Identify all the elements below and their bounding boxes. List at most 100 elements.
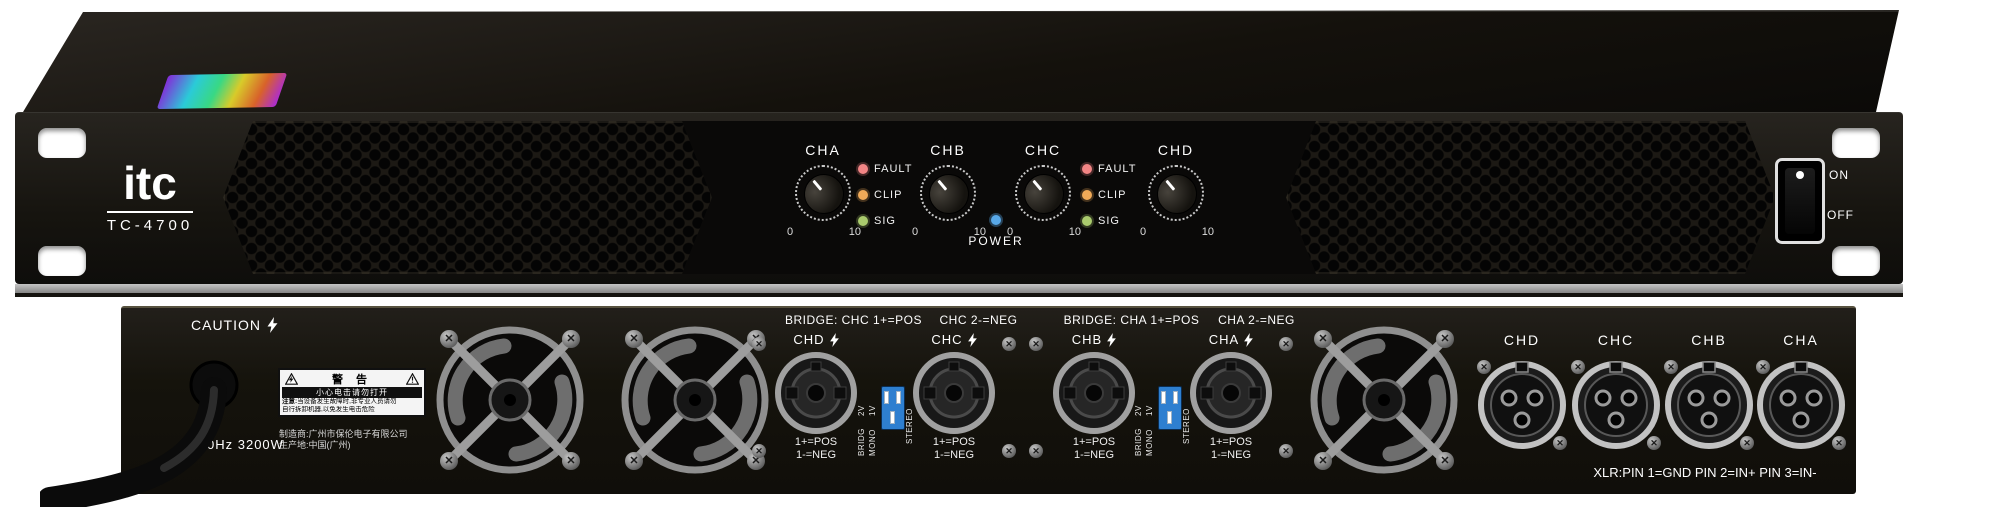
screw-icon: ✕ [1664,360,1678,374]
control-console [675,121,1323,274]
xlr-chb-label: CHB [1691,332,1727,348]
lightning-icon [267,317,278,333]
dip-slider[interactable] [896,391,901,404]
xlr-chd-label: CHD [1503,332,1541,348]
screw-icon: ✕ [562,452,580,470]
dip-slider[interactable] [884,391,889,404]
scale-max: 10 [1068,226,1081,238]
dip-label-1v: 1V [1145,405,1154,416]
dip-label-1v: 1V [868,405,877,416]
warning-sticker: 警 告 小心电击请勿打开 注意:当设备发生故障时,非专业人员请勿 自行拆卸机器,… [278,368,426,417]
clip-label: CLIP [874,189,903,201]
screw-icon: ✕ [1436,452,1454,470]
xlr-chc-label: CHC [1597,332,1635,348]
mode-dip-switch-left: 2V 1V STEREO BRIDG MONO [855,380,914,456]
signal-label: SIG [1098,215,1120,227]
caution-label: CAUTION [191,317,278,333]
channel-a-control: CHA 0 10 [783,142,863,242]
warning-line1: 当设备发生故障时,非专业人员请勿 [297,398,397,405]
scale-min: 0 [1140,226,1147,238]
signal-label: SIG [874,215,896,227]
lightning-icon [967,332,977,347]
scale-min: 0 [912,226,919,238]
manufacturer-text: 制造商:广州市保伦电子有限公司 生产地:中国(广州) [279,429,408,451]
dip-label-bridg: BRIDG [857,428,866,456]
dip-slider[interactable] [1173,391,1178,404]
bridge-label-left-2: CHC 2-=NEG [939,313,1018,327]
fan-icon [621,326,769,474]
ventilation-grille-left [223,121,712,274]
rocker [1785,168,1815,234]
brand-rule [107,211,193,213]
rocker-dot [1796,171,1804,179]
scale-max: 10 [973,226,986,238]
warning-bar: 小心电击请勿打开 [282,387,422,398]
dip-label-stereo: STEREO [905,408,914,444]
screw-icon: ✕ [1314,330,1332,348]
fan-icon [436,326,584,474]
dip-label-mono: MONO [1145,429,1154,456]
led-group-ab: FAULT CLIP SIG [858,161,950,239]
dip-switch[interactable] [881,386,905,430]
fan-icon [1310,326,1458,474]
scale-min: 0 [787,226,794,238]
lightning-icon [1244,332,1254,347]
xlr-connector-cha [1757,361,1845,449]
polarity-text: 1+=POS 1-=NEG [794,436,838,461]
screw-icon: ✕ [625,330,643,348]
dip-slider[interactable] [1161,391,1166,404]
screw-icon: ✕ [752,444,766,458]
dip-label-2v: 2V [857,405,866,416]
channel-label: CHA [805,142,841,158]
screw-icon: ✕ [1314,452,1332,470]
speakon-cha-label: CHA [1191,332,1271,347]
screw-icon: ✕ [1740,436,1754,450]
dip-label-bridg: BRIDG [1134,428,1143,456]
power-cable [40,360,239,507]
screw-icon: ✕ [1002,444,1016,458]
fault-label: FAULT [1098,163,1137,175]
scale-max: 10 [848,226,861,238]
dip-label-2v: 2V [1134,405,1143,416]
screw-icon: ✕ [440,452,458,470]
brand-block: itc TC-4700 [70,160,230,234]
channel-c-control: CHC 0 10 [1003,142,1083,242]
speakon-chc-label: CHC [914,332,994,347]
warning-line2: 自行拆卸机器,以免发生电击危险 [282,406,375,413]
rack-mount-hole [1832,246,1880,276]
speakon-chb-label: CHB [1054,332,1134,347]
fault-led [1082,164,1092,174]
power-label: POWER [968,234,1024,248]
polarity-text: 1+=POS 1-=NEG [1209,436,1253,461]
warning-exclaim-triangle-icon [406,373,419,385]
model-number: TC-4700 [106,217,194,234]
warning-note: 注意: [282,398,298,405]
screw-icon: ✕ [1029,444,1043,458]
lightning-icon [829,332,839,347]
dip-slider[interactable] [1167,411,1172,424]
clip-led [1082,190,1092,200]
led-group-cd: FAULT CLIP SIG [1082,161,1174,239]
dip-switch[interactable] [1158,386,1182,430]
screw-icon: ✕ [1279,444,1293,458]
xlr-pinout-text: XLR:PIN 1=GND PIN 2=IN+ PIN 3=IN- [1593,465,1817,480]
clip-led [858,190,868,200]
warning-title: 警 告 [331,374,373,386]
speakon-connector-cha [1190,352,1272,434]
power-switch[interactable] [1775,158,1825,244]
screw-icon: ✕ [562,330,580,348]
speakon-connector-chb [1053,352,1135,434]
fault-label: FAULT [874,163,913,175]
screw-icon: ✕ [1002,337,1016,351]
manufacturer-line1: 制造商:广州市保伦电子有限公司 [279,429,408,439]
clip-label: CLIP [1098,189,1127,201]
dip-slider[interactable] [890,411,895,424]
rear-panel: CAUTION 警 告 小心电击请勿打开 注意:当设备发生故障时,非专业人员请勿… [121,306,1856,494]
signal-led [858,216,868,226]
rack-mount-hole [38,246,86,276]
front-panel: itc TC-4700 CHA 0 10 CHB 0 10 CHC 0 10 [15,112,1903,284]
bridge-label-right-1: BRIDGE: CHA 1+=POS [1063,313,1200,327]
knob-scale [1148,165,1204,221]
screw-icon: ✕ [1832,436,1846,450]
